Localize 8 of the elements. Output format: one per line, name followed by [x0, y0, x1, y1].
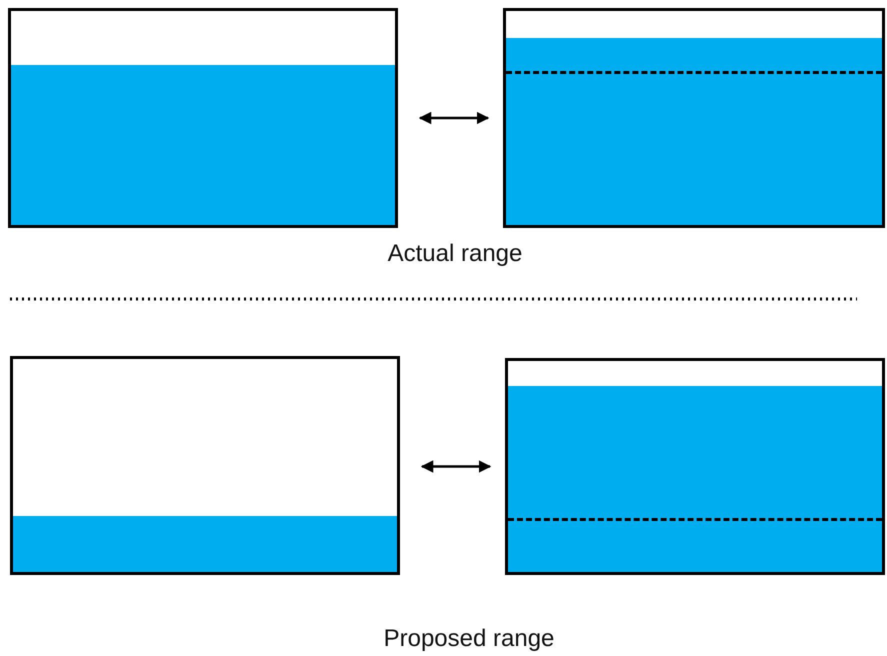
tank-drawing	[503, 8, 885, 228]
double-arrow	[420, 460, 492, 473]
tank-drawing	[10, 356, 400, 575]
tank-drawing	[8, 8, 398, 228]
double-arrow	[418, 112, 490, 124]
range-caption: Proposed range	[384, 625, 554, 653]
tank-drawing	[505, 358, 885, 575]
range-caption: Actual range	[388, 240, 522, 268]
